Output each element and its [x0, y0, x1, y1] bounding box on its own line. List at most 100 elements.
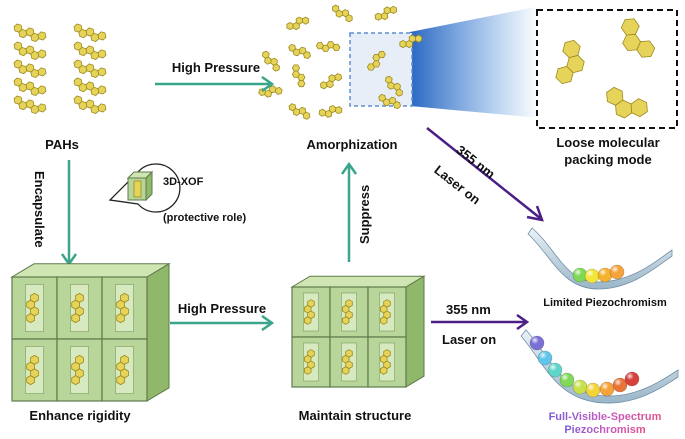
- full-spectrum-label-line2: Piezochromism: [564, 424, 646, 436]
- piezo-ball-shine: [560, 373, 574, 387]
- hexagon-ring: [380, 366, 388, 375]
- pah-molecule: [26, 354, 39, 386]
- piezo-ball-shine: [573, 380, 587, 394]
- pah-molecule: [380, 349, 391, 375]
- piezo-ball-shine: [600, 382, 614, 396]
- framework-top-face: [290, 275, 426, 288]
- hexagon-ring: [302, 111, 311, 120]
- pah-molecule: [319, 73, 343, 90]
- hexagon-ring: [97, 85, 107, 95]
- hexagon-ring: [345, 14, 353, 23]
- hexagon-ring: [304, 366, 312, 375]
- pah-molecule: [258, 85, 283, 98]
- hexagon-ring: [37, 85, 47, 95]
- pahs-label: PAHs: [45, 137, 79, 152]
- xof-framework-large: [10, 262, 171, 402]
- hexagon-ring: [37, 67, 47, 77]
- pah-molecule: [291, 64, 306, 88]
- pah-molecule: [342, 349, 353, 375]
- hexagon-ring: [274, 86, 283, 95]
- hexagon-ring: [97, 103, 107, 113]
- pah-molecule: [384, 75, 404, 97]
- hexagon-ring: [116, 375, 125, 386]
- hexagon-ring: [71, 313, 80, 324]
- full-spectrum-balls-group: [529, 335, 640, 398]
- hexagon-ring: [302, 16, 310, 25]
- pah-molecule: [286, 16, 310, 31]
- hexagon-ring: [342, 316, 350, 325]
- hexagon-ring: [636, 40, 656, 58]
- pah-molecule: [304, 299, 315, 325]
- piezo-ball-shine: [625, 372, 639, 386]
- hexagon-ring: [377, 51, 386, 59]
- xof-label: 3D-XOF: [163, 176, 204, 188]
- pah-molecule: [73, 59, 107, 78]
- hexagon-ring: [97, 67, 107, 77]
- hexagon-ring: [97, 31, 107, 41]
- hexagon-ring: [37, 49, 47, 59]
- hexagon-ring: [26, 375, 35, 386]
- hexagon-ring: [97, 49, 107, 59]
- piezo-ball-shine: [530, 336, 544, 350]
- hexagon-ring: [37, 31, 47, 41]
- zoom-molecules-group: [555, 18, 656, 119]
- framework-top-face: [10, 263, 171, 278]
- pah-molecule: [73, 41, 107, 60]
- pah-molecule: [399, 34, 423, 49]
- amorphous-molecules-group: [258, 4, 423, 120]
- pah-molecule: [288, 43, 311, 60]
- full-spectrum-label-line1: Full-Visible-Spectrum: [548, 411, 662, 423]
- hexagon-ring: [630, 98, 648, 118]
- enhance-rigidity-label: Enhance rigidity: [29, 408, 131, 423]
- loose-packing-label-line1: Loose molecular: [556, 135, 660, 150]
- pah-molecule: [318, 105, 343, 118]
- limited-piezochromism-label: Limited Piezochromism: [543, 297, 667, 309]
- hexagon-ring: [26, 313, 35, 324]
- amorphization-label: Amorphization: [306, 137, 398, 152]
- hexagon-ring: [393, 101, 401, 110]
- hexagon-ring: [415, 34, 423, 43]
- zoom-beam: [410, 6, 540, 118]
- hexagon-ring: [334, 73, 343, 82]
- hexagon-ring: [71, 375, 80, 386]
- limited-balls-group: [572, 264, 625, 284]
- pah-molecule: [71, 292, 84, 324]
- pah-molecule: [366, 51, 386, 71]
- laser-bottom-nm-label: 355 nm: [446, 302, 491, 317]
- hexagon-ring: [272, 63, 281, 72]
- hexagon-ring: [116, 313, 125, 324]
- suppress-label: Suppress: [357, 184, 372, 244]
- pah-molecule: [26, 292, 39, 324]
- hexagon-ring: [395, 88, 404, 97]
- pah-molecule: [288, 103, 311, 120]
- pah-molecule: [620, 18, 656, 58]
- pah-molecule: [73, 77, 107, 96]
- piezo-ball-shine: [548, 363, 562, 377]
- hexagon-ring: [334, 106, 343, 115]
- encapsulate-label: Encapsulate: [32, 171, 47, 248]
- framework-side-face: [146, 262, 170, 402]
- pahs-crystal-group: [13, 23, 107, 114]
- piezo-ball-shine: [538, 351, 552, 365]
- hexagon-ring: [297, 80, 306, 88]
- hexagon-ring: [332, 43, 341, 52]
- pah-molecule: [13, 41, 47, 60]
- pah-molecule: [378, 93, 401, 110]
- pah-molecule: [116, 292, 129, 324]
- pah-molecule: [116, 354, 129, 386]
- pah-molecule: [606, 86, 648, 119]
- hexagon-ring: [304, 316, 312, 325]
- piezo-ball-shine: [613, 378, 627, 392]
- laser-bottom-on-label: Laser on: [442, 332, 497, 347]
- pah-molecule: [13, 23, 47, 42]
- piezo-ball-shine: [586, 383, 600, 397]
- pah-molecule: [380, 299, 391, 325]
- hexagon-ring: [303, 51, 311, 60]
- pah-molecule: [315, 41, 341, 53]
- pah-molecule: [374, 5, 398, 21]
- hexagon-ring: [562, 39, 581, 59]
- hexagon-ring: [37, 103, 47, 113]
- pah-molecule: [304, 349, 315, 375]
- piezo-ball-shine: [585, 269, 599, 283]
